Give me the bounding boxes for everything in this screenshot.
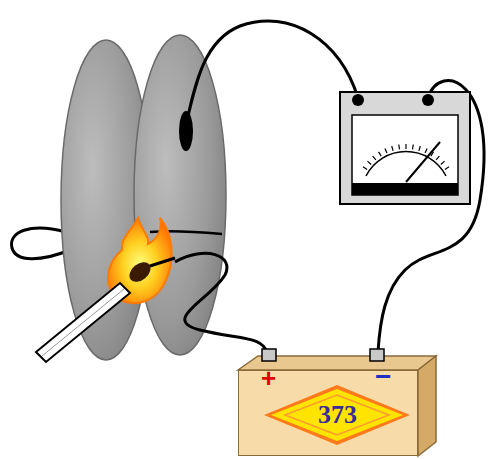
meter-face (352, 115, 458, 195)
meter-tick (405, 144, 406, 149)
battery-side (418, 356, 436, 456)
meter-tick (367, 161, 371, 164)
meter-tick (445, 167, 449, 170)
diamond-border (264, 385, 410, 445)
meter-tick (363, 167, 367, 170)
battery-terminal (370, 349, 384, 361)
wire (175, 253, 268, 354)
meter-tick (412, 145, 414, 150)
meter-needle (406, 142, 440, 182)
diamond-fill (271, 389, 403, 441)
match-stick-shade (42, 289, 124, 356)
meter-tick (441, 161, 445, 164)
meter-terminal (352, 94, 364, 106)
battery-label: 373 (318, 402, 357, 428)
wire (186, 21, 358, 125)
meter-case (340, 92, 470, 204)
meter-scale (366, 152, 446, 176)
capacitor-plate (134, 35, 226, 355)
wire (150, 258, 175, 266)
match-stick (36, 283, 130, 362)
meter-base (352, 183, 458, 195)
terminal-sign: − (375, 363, 391, 391)
meter-tick (425, 148, 427, 153)
match-head (126, 258, 155, 286)
meter-tick (379, 152, 382, 156)
meter-tick (398, 145, 400, 150)
diamond-inner (285, 395, 389, 435)
meter-tick (419, 146, 420, 151)
label-diamond: 373 (263, 384, 411, 446)
contact-point (179, 111, 193, 151)
battery-box: +−373 (238, 370, 418, 456)
terminal-sign: + (261, 365, 276, 391)
meter-tick (436, 156, 439, 160)
meter-tick (392, 146, 393, 151)
meter-terminal (422, 94, 434, 106)
meter-tick (385, 148, 387, 153)
meter-tick (373, 156, 376, 160)
battery-terminal (262, 349, 276, 361)
